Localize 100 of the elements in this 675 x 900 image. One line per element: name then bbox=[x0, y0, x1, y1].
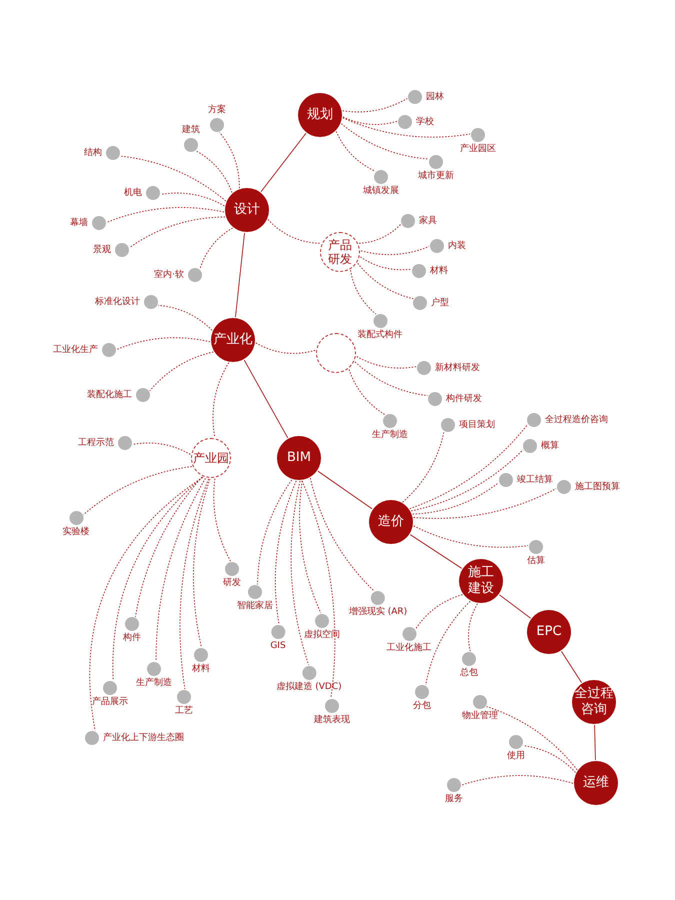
connector bbox=[310, 478, 374, 592]
leaf-label: 构件 bbox=[123, 633, 141, 644]
leaf-label: 材料 bbox=[430, 266, 448, 276]
connector bbox=[275, 480, 297, 624]
leaf-label: 竣工结算 bbox=[517, 474, 553, 486]
leaf-label: 内装 bbox=[448, 240, 466, 252]
leaf-label: 虚拟建造 (VDC) bbox=[276, 682, 342, 693]
leaf-label: 总包 bbox=[460, 668, 478, 679]
leaf-label: 机电 bbox=[124, 188, 142, 198]
connector bbox=[268, 219, 322, 244]
connector bbox=[356, 356, 417, 368]
connector bbox=[342, 118, 470, 138]
connector bbox=[410, 449, 524, 512]
connector bbox=[149, 352, 214, 392]
connector bbox=[561, 650, 582, 684]
connector bbox=[354, 361, 428, 396]
leaf-label: 室内·软 bbox=[154, 270, 184, 280]
leaf-label: 城市更新 bbox=[418, 171, 454, 182]
connector bbox=[196, 150, 232, 193]
connector bbox=[522, 745, 576, 773]
topic-circle: 造价 bbox=[369, 500, 413, 544]
connector bbox=[156, 478, 206, 662]
connector bbox=[255, 342, 316, 354]
connector bbox=[106, 207, 224, 223]
connector bbox=[219, 132, 240, 189]
topic-circle: 设计 bbox=[225, 188, 269, 232]
topic-circle: BIM bbox=[277, 436, 321, 480]
leaf-label: 材料 bbox=[192, 664, 210, 675]
topic-circle: 产业化 bbox=[211, 318, 255, 362]
leaf-label: 建筑表现 bbox=[314, 715, 350, 726]
leaf-label: 生产制造 bbox=[136, 678, 172, 689]
connector bbox=[425, 600, 471, 686]
connector bbox=[402, 432, 444, 503]
topic-circle: 施工建设 bbox=[459, 559, 503, 603]
connector bbox=[193, 478, 210, 648]
connector bbox=[413, 526, 529, 548]
connector bbox=[340, 123, 429, 160]
leaf-label: 装配式构件 bbox=[358, 330, 402, 341]
leaf-label: 产业园区 bbox=[460, 144, 496, 155]
connector bbox=[89, 476, 204, 732]
connector bbox=[350, 270, 376, 314]
leaf-label: 分包 bbox=[413, 701, 431, 712]
leaf-label: 概算 bbox=[541, 440, 559, 452]
connector bbox=[180, 478, 210, 690]
leaf-label: 施工图预算 bbox=[575, 482, 620, 492]
topic-circle: EPC bbox=[527, 610, 571, 654]
connector bbox=[82, 466, 192, 516]
leaf-label: 实验楼 bbox=[62, 527, 90, 538]
connector bbox=[158, 304, 213, 331]
connector bbox=[348, 369, 386, 416]
connector bbox=[594, 724, 596, 760]
leaf-label: 产业化上下游生态圈 bbox=[103, 732, 184, 744]
leaf-label: 工业化施工 bbox=[386, 643, 432, 654]
leaf-label: 新材料研发 bbox=[435, 362, 480, 374]
leaf-label: 生产制造 bbox=[372, 430, 408, 441]
leaf-label: 项目策划 bbox=[459, 420, 495, 430]
connector bbox=[360, 256, 412, 270]
connector bbox=[413, 488, 557, 519]
leaf-label: 产品展示 bbox=[92, 697, 128, 708]
connector bbox=[235, 232, 245, 318]
topic-circle: 规划 bbox=[298, 93, 342, 137]
connector bbox=[244, 360, 288, 438]
leaf-label: 城镇发展 bbox=[363, 186, 399, 197]
connector bbox=[160, 192, 225, 206]
topic-circle: 全过程咨询 bbox=[572, 680, 616, 724]
connector bbox=[212, 362, 230, 438]
connector bbox=[302, 480, 336, 698]
leaf-label: 构件研发 bbox=[446, 394, 482, 404]
connector bbox=[135, 476, 202, 618]
connector bbox=[342, 116, 398, 125]
connector bbox=[260, 132, 306, 192]
connector bbox=[410, 534, 462, 569]
connector bbox=[412, 482, 499, 514]
leaf-label: 虚拟空间 bbox=[304, 630, 340, 641]
connector bbox=[415, 594, 463, 630]
connector bbox=[120, 156, 226, 202]
connector bbox=[468, 603, 478, 652]
connector bbox=[317, 470, 373, 510]
topic-circle: 产业园 bbox=[191, 438, 231, 478]
leaf-label: 家具 bbox=[419, 216, 437, 226]
leaf-label: 全过程造价咨询 bbox=[545, 414, 608, 426]
connector bbox=[132, 442, 191, 455]
leaf-label: 建筑 bbox=[182, 125, 200, 136]
leaf-label: 使用 bbox=[507, 751, 525, 762]
leaf-label: 园林 bbox=[426, 92, 444, 102]
connector bbox=[499, 594, 531, 619]
leaf-label: 物业管理 bbox=[462, 711, 498, 722]
leaf-label: 增强现实 (AR) bbox=[348, 607, 408, 618]
connector bbox=[357, 262, 414, 300]
connector bbox=[462, 775, 574, 786]
connector bbox=[299, 480, 322, 614]
leaf-label: 服务 bbox=[445, 794, 463, 805]
connector bbox=[129, 216, 226, 248]
connector bbox=[336, 131, 376, 172]
leaf-label: 方案 bbox=[208, 105, 226, 116]
leaf-label: 研发 bbox=[223, 578, 241, 589]
leaf-label: 智能家居 bbox=[237, 601, 273, 612]
connector bbox=[360, 246, 430, 256]
connector bbox=[409, 424, 528, 510]
leaf-label: 装配化施工 bbox=[87, 390, 132, 400]
